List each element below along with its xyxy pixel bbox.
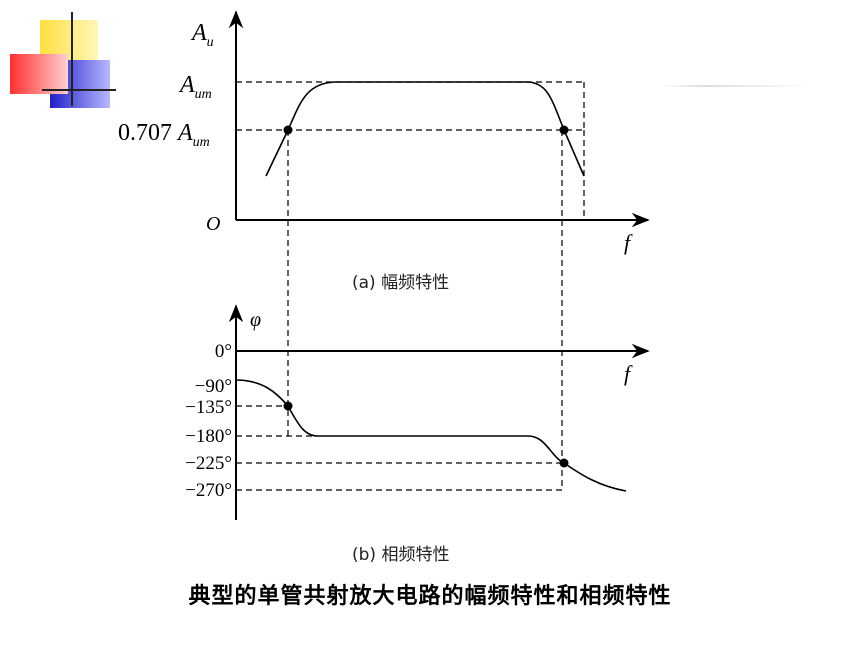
- phase-tick-minus135: −135°: [185, 397, 232, 418]
- amplitude-response-plot: Au Aum 0.707 Aum O f (a) 幅频特性: [118, 10, 650, 490]
- fh-half-power-point: [559, 125, 569, 135]
- phase-subcaption: (b) 相频特性: [352, 545, 449, 565]
- phase-response-plot: φ f 0° −90° −135° −180° −225° −270° (b) …: [185, 304, 650, 565]
- phase-x-axis-label: f: [624, 361, 633, 386]
- phase-tick-minus180: −180°: [185, 426, 232, 447]
- phase-tick-minus90: −90°: [195, 376, 232, 397]
- deco-red-block: [10, 54, 68, 94]
- amplitude-x-axis-label: f: [624, 230, 633, 255]
- phase-tick-minus270: −270°: [185, 480, 232, 501]
- amplitude-curve: [265, 81, 585, 177]
- aum-label: Aum: [178, 72, 212, 102]
- deco-faint-rule: [660, 85, 810, 87]
- phase-y-axis-label: φ: [250, 309, 261, 331]
- fl-half-power-point: [283, 125, 293, 135]
- amplitude-y-axis-label: Au: [190, 20, 214, 50]
- figure-caption: 典型的单管共射放大电路的幅频特性和相频特性: [188, 584, 672, 609]
- phase-tick-minus225: −225°: [185, 453, 232, 474]
- fl-phase-point: [283, 401, 293, 411]
- amplitude-subcaption: (a) 幅频特性: [352, 273, 449, 293]
- phase-curve: [235, 379, 627, 492]
- origin-label: O: [206, 213, 220, 235]
- half-power-label: 0.707 Aum: [118, 120, 210, 150]
- phase-tick-0: 0°: [215, 341, 232, 362]
- fh-phase-point: [559, 458, 569, 468]
